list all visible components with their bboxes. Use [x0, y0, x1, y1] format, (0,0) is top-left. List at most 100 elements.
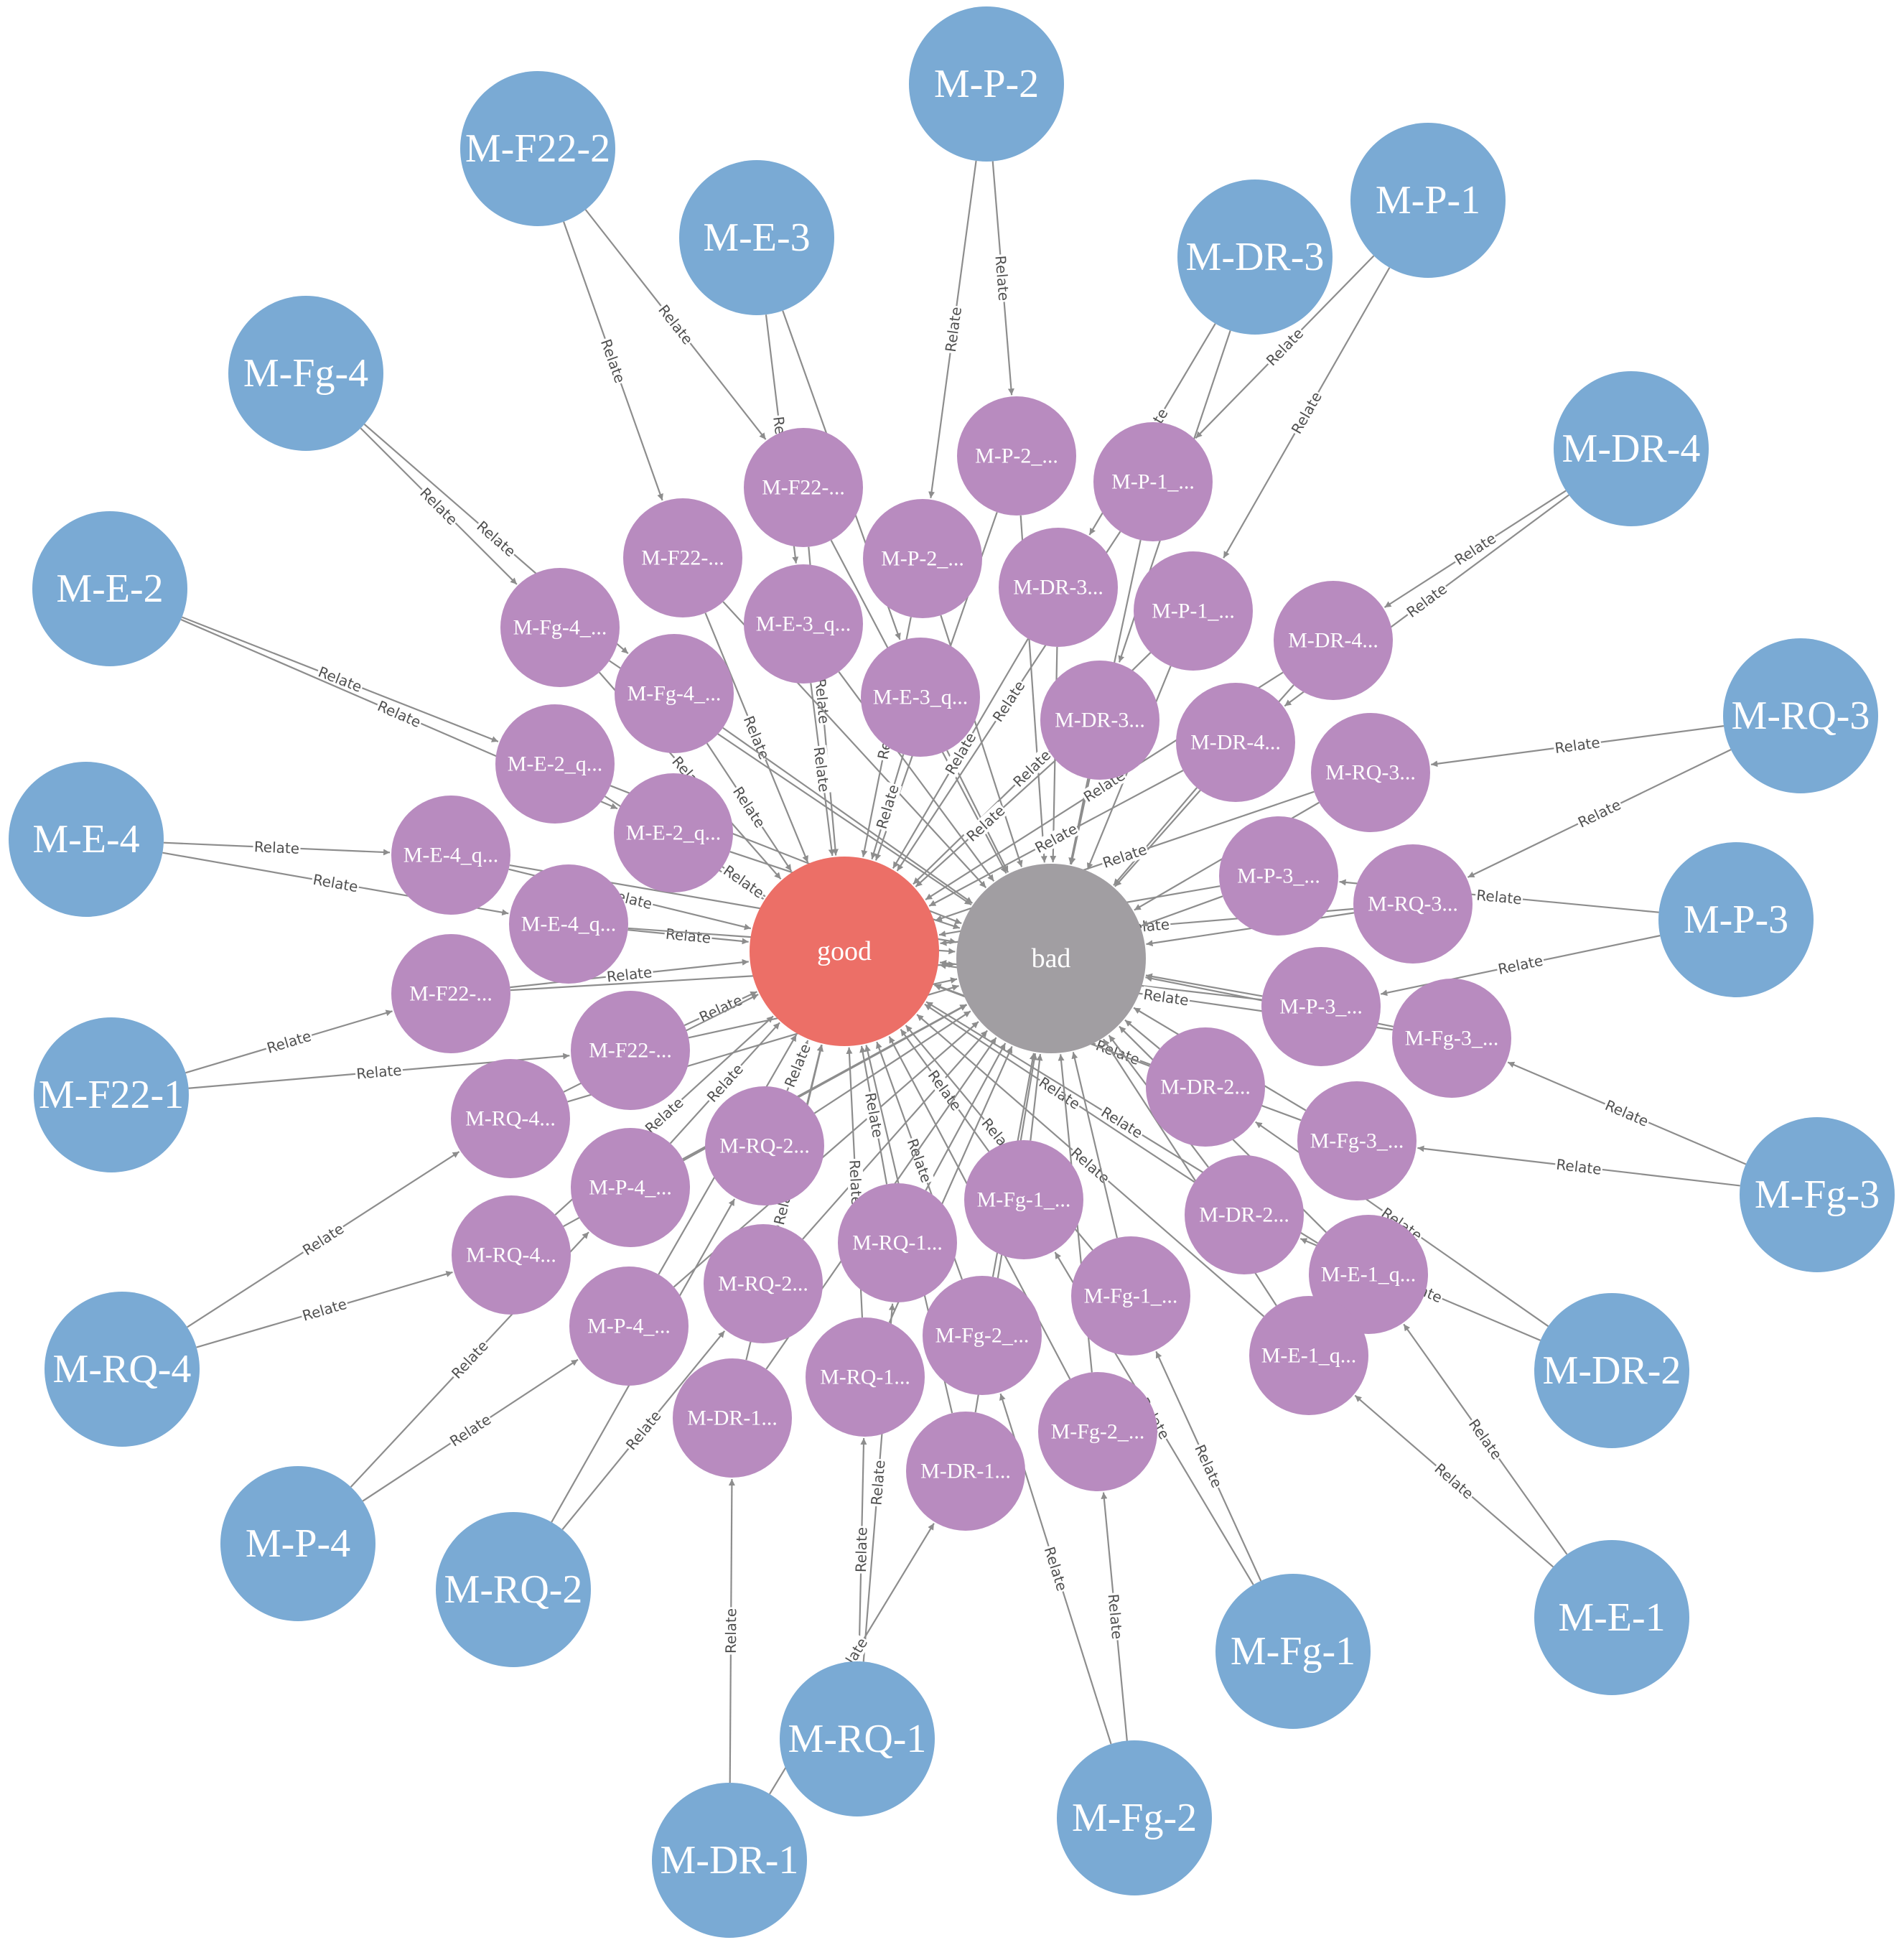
query-node-q-RQ-3-a[interactable]: M-RQ-3...: [1311, 713, 1430, 832]
query-node-q-P-1-a[interactable]: M-P-1_...: [1093, 422, 1213, 541]
node-circle[interactable]: [1177, 179, 1333, 335]
node-circle[interactable]: [623, 498, 742, 617]
query-node-q-P-2-a[interactable]: M-P-2_...: [957, 396, 1076, 516]
node-circle[interactable]: [1249, 1296, 1368, 1415]
query-node-q-P-1-b[interactable]: M-P-1_...: [1134, 551, 1253, 671]
source-node-M-DR-1[interactable]: M-DR-1: [652, 1783, 807, 1938]
source-node-M-F22-2[interactable]: M-F22-2: [460, 71, 615, 226]
node-circle[interactable]: [34, 1017, 189, 1172]
node-circle[interactable]: [614, 773, 733, 892]
node-circle[interactable]: [1740, 1117, 1895, 1272]
node-circle[interactable]: [861, 638, 980, 757]
query-node-q-RQ-3-b[interactable]: M-RQ-3...: [1353, 844, 1473, 964]
query-node-q-DR-1-b[interactable]: M-DR-1...: [906, 1412, 1025, 1531]
query-node-q-RQ-4-b[interactable]: M-RQ-4...: [452, 1195, 571, 1315]
source-node-M-Fg-2[interactable]: M-Fg-2: [1057, 1740, 1212, 1895]
source-node-M-E-2[interactable]: M-E-2: [32, 511, 187, 666]
node-circle[interactable]: [909, 6, 1064, 162]
node-circle[interactable]: [1176, 683, 1295, 802]
source-node-M-DR-3[interactable]: M-DR-3: [1177, 179, 1333, 335]
source-node-M-Fg-1[interactable]: M-Fg-1: [1215, 1574, 1371, 1729]
query-node-q-P-4-b[interactable]: M-P-4_...: [569, 1267, 689, 1386]
node-circle[interactable]: [1723, 638, 1878, 793]
node-circle[interactable]: [780, 1661, 935, 1816]
query-node-q-Fg-2-a[interactable]: M-Fg-2_...: [923, 1276, 1042, 1395]
node-circle[interactable]: [436, 1512, 591, 1667]
query-node-q-E-2-a[interactable]: M-E-2_q...: [495, 704, 615, 824]
node-circle[interactable]: [923, 1276, 1042, 1395]
query-node-q-Fg-3-a[interactable]: M-Fg-3_...: [1392, 979, 1511, 1098]
source-node-M-RQ-2[interactable]: M-RQ-2: [436, 1512, 591, 1667]
query-node-q-Fg-4-a[interactable]: M-Fg-4_...: [500, 568, 620, 687]
query-node-q-Fg-3-b[interactable]: M-Fg-3_...: [1297, 1081, 1417, 1200]
node-circle[interactable]: [999, 528, 1118, 647]
query-node-q-P-3-a[interactable]: M-P-3_...: [1219, 816, 1338, 936]
node-circle[interactable]: [705, 1086, 824, 1205]
node-circle[interactable]: [964, 1140, 1083, 1259]
node-circle[interactable]: [1038, 1372, 1157, 1491]
query-node-q-DR-2-a[interactable]: M-DR-2...: [1146, 1027, 1265, 1147]
node-circle[interactable]: [1534, 1540, 1689, 1695]
node-circle[interactable]: [228, 296, 383, 451]
source-node-M-F22-1[interactable]: M-F22-1: [34, 1017, 189, 1172]
query-node-q-DR-4-b[interactable]: M-DR-4...: [1176, 683, 1295, 802]
query-node-q-E-2-b[interactable]: M-E-2_q...: [614, 773, 733, 892]
node-circle[interactable]: [1658, 842, 1814, 997]
query-node-q-RQ-1-a[interactable]: M-RQ-1...: [838, 1183, 957, 1302]
source-node-M-Fg-4[interactable]: M-Fg-4: [228, 296, 383, 451]
node-circle[interactable]: [615, 634, 734, 753]
node-circle[interactable]: [1185, 1155, 1304, 1274]
query-node-q-Fg-1-a[interactable]: M-Fg-1_...: [964, 1140, 1083, 1259]
query-node-q-DR-1-a[interactable]: M-DR-1...: [673, 1358, 792, 1478]
query-node-q-F22-2-b[interactable]: M-F22-...: [623, 498, 742, 617]
node-circle[interactable]: [1353, 844, 1473, 964]
node-circle[interactable]: [391, 796, 510, 915]
node-circle[interactable]: [451, 1059, 570, 1178]
node-circle[interactable]: [1554, 371, 1709, 526]
node-circle[interactable]: [1274, 581, 1393, 700]
node-circle[interactable]: [220, 1466, 375, 1621]
hub-node-bad[interactable]: bad: [956, 864, 1146, 1053]
node-circle[interactable]: [45, 1292, 200, 1447]
node-circle[interactable]: [744, 428, 863, 547]
node-circle[interactable]: [460, 71, 615, 226]
node-circle[interactable]: [744, 564, 863, 684]
source-node-M-E-3[interactable]: M-E-3: [679, 160, 834, 315]
source-node-M-DR-4[interactable]: M-DR-4: [1554, 371, 1709, 526]
query-node-q-F22-1-b[interactable]: M-F22-...: [571, 991, 690, 1110]
source-node-M-DR-2[interactable]: M-DR-2: [1534, 1293, 1689, 1448]
node-circle[interactable]: [1297, 1081, 1417, 1200]
node-circle[interactable]: [500, 568, 620, 687]
query-node-q-RQ-2-a[interactable]: M-RQ-2...: [705, 1086, 824, 1205]
source-node-M-RQ-4[interactable]: M-RQ-4: [45, 1292, 200, 1447]
node-circle[interactable]: [704, 1224, 823, 1343]
hub-node-good[interactable]: good: [750, 857, 939, 1046]
node-circle[interactable]: [863, 499, 982, 618]
node-circle[interactable]: [1311, 713, 1430, 832]
node-circle[interactable]: [1146, 1027, 1265, 1147]
source-node-M-P-4[interactable]: M-P-4: [220, 1466, 375, 1621]
source-node-M-P-1[interactable]: M-P-1: [1350, 123, 1506, 278]
node-circle[interactable]: [1534, 1293, 1689, 1448]
query-node-q-E-3-b[interactable]: M-E-3_q...: [861, 638, 980, 757]
node-circle[interactable]: [495, 704, 615, 824]
query-node-q-P-4-a[interactable]: M-P-4_...: [571, 1128, 690, 1247]
node-circle[interactable]: [1219, 816, 1338, 936]
source-node-M-RQ-3[interactable]: M-RQ-3: [1723, 638, 1878, 793]
node-circle[interactable]: [9, 762, 164, 917]
node-circle[interactable]: [956, 864, 1146, 1053]
node-circle[interactable]: [391, 934, 510, 1053]
node-circle[interactable]: [679, 160, 834, 315]
query-node-q-DR-3-b[interactable]: M-DR-3...: [1040, 661, 1159, 780]
query-node-q-Fg-1-b[interactable]: M-Fg-1_...: [1071, 1236, 1190, 1356]
source-node-M-P-3[interactable]: M-P-3: [1658, 842, 1814, 997]
query-node-q-DR-4-a[interactable]: M-DR-4...: [1274, 581, 1393, 700]
query-node-q-E-1-b[interactable]: M-E-1_q...: [1249, 1296, 1368, 1415]
query-node-q-DR-2-b[interactable]: M-DR-2...: [1185, 1155, 1304, 1274]
node-circle[interactable]: [1093, 422, 1213, 541]
node-circle[interactable]: [957, 396, 1076, 516]
node-circle[interactable]: [1261, 947, 1381, 1066]
query-node-q-RQ-2-b[interactable]: M-RQ-2...: [704, 1224, 823, 1343]
node-circle[interactable]: [1040, 661, 1159, 780]
source-node-M-RQ-1[interactable]: M-RQ-1: [780, 1661, 935, 1816]
